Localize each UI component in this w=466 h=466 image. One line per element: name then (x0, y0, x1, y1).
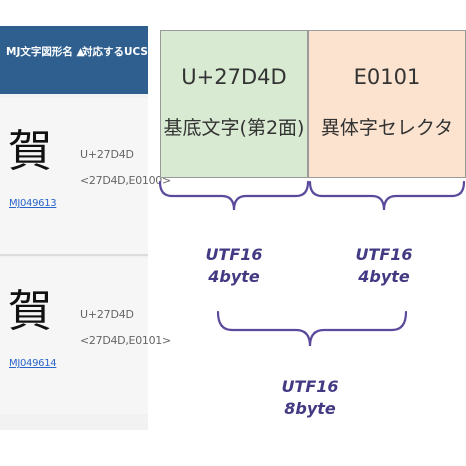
label-size: 4byte (208, 267, 260, 286)
table-row: 賀 MJ049613 U+27D4D <27D4D,E0100> (0, 98, 171, 254)
brace-left (158, 180, 310, 211)
base-character-label: 基底文字(第2面) (163, 117, 305, 139)
label-encoding: UTF16 (355, 245, 413, 264)
brace-total (216, 310, 408, 347)
ucs-sequence: <27D4D,E0100> (80, 174, 171, 187)
column-header-glyph-name[interactable]: MJ文字図形名 ▲ (6, 46, 85, 58)
column-header-ucs[interactable]: 対応するUCS (82, 46, 148, 58)
utf16-right-label: UTF16 4byte (354, 244, 414, 288)
mj-code-link[interactable]: MJ049614 (9, 358, 57, 369)
base-character-box: U+27D4D 基底文字(第2面) (160, 30, 308, 178)
table-row: 賀 MJ049614 U+27D4D <27D4D,E0101> (0, 258, 171, 414)
variation-selector-label: 異体字セレクタ (320, 117, 454, 139)
variation-selector-box: E0101 異体字セレクタ (308, 30, 466, 178)
utf16-total-label: UTF16 8byte (280, 376, 340, 420)
ucs-code: U+27D4D (80, 308, 134, 321)
glyph-image: 賀 (8, 286, 52, 337)
label-size: 4byte (358, 267, 410, 286)
ucs-code: U+27D4D (80, 148, 134, 161)
label-encoding: UTF16 (205, 245, 263, 264)
row-divider (0, 254, 148, 256)
variation-selector-code: E0101 (353, 65, 421, 89)
ucs-sequence: <27D4D,E0101> (80, 334, 171, 347)
label-encoding: UTF16 (281, 377, 339, 396)
base-character-code: U+27D4D (181, 65, 287, 89)
mj-character-table: MJ文字図形名 ▲ 対応するUCS 賀 MJ049613 U+27D4D <27… (0, 26, 171, 430)
label-size: 8byte (284, 399, 336, 418)
utf16-left-label: UTF16 4byte (204, 244, 264, 288)
mj-code-link[interactable]: MJ049613 (9, 198, 57, 209)
brace-right (308, 180, 466, 211)
table-header: MJ文字図形名 ▲ 対応するUCS (0, 26, 148, 94)
glyph-image: 賀 (8, 126, 52, 177)
